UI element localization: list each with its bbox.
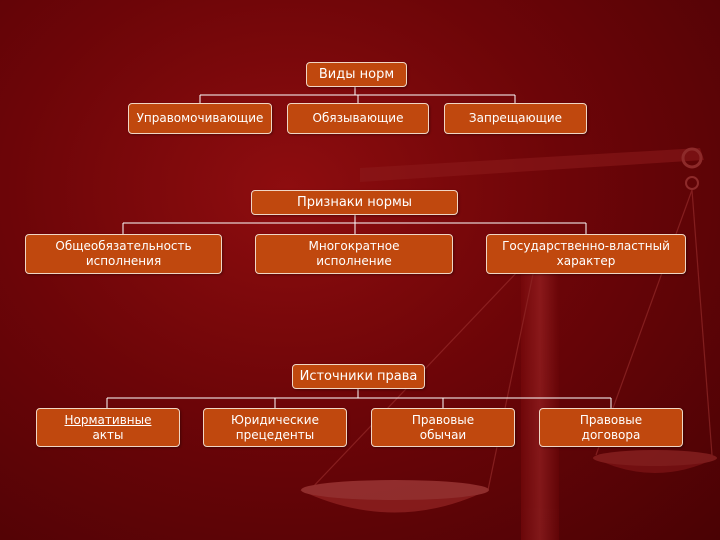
law-source-node: Юридические прецеденты bbox=[203, 408, 347, 447]
norm-feature-line: Многократное bbox=[308, 239, 400, 253]
law-source-line: договора bbox=[581, 427, 641, 442]
norm-feature-line: характер bbox=[556, 254, 616, 268]
norm-type-label: Обязывающие bbox=[312, 111, 404, 125]
norm-feature-line: исполнение bbox=[316, 254, 392, 268]
law-source-node: Правовые договора bbox=[539, 408, 683, 447]
norm-feature-node: Многократное исполнение bbox=[255, 234, 453, 274]
norm-types-title-text: Виды норм bbox=[318, 67, 395, 82]
law-source-node: Правовые обычаи bbox=[371, 408, 515, 447]
law-source-node[interactable]: Нормативные акты bbox=[36, 408, 180, 447]
norm-feature-line: исполнения bbox=[85, 254, 162, 268]
law-source-line: Правовые bbox=[411, 412, 475, 427]
norm-type-label: Управомочивающие bbox=[136, 111, 264, 125]
law-source-line: прецеденты bbox=[235, 427, 315, 442]
norm-feature-line: Государственно-властный bbox=[502, 239, 670, 253]
norm-types-title: Виды норм bbox=[306, 62, 407, 87]
norm-features-title: Признаки нормы bbox=[251, 190, 458, 215]
law-source-line: акты bbox=[92, 427, 124, 442]
norm-type-node: Запрещающие bbox=[444, 103, 587, 134]
norm-feature-node: Государственно-властный характер bbox=[486, 234, 686, 274]
law-source-link[interactable]: Нормативные bbox=[64, 412, 152, 427]
norm-feature-node: Общеобязательность исполнения bbox=[25, 234, 222, 274]
norm-type-node: Управомочивающие bbox=[128, 103, 272, 134]
law-sources-title: Источники права bbox=[292, 364, 425, 389]
law-source-line: обычаи bbox=[419, 427, 467, 442]
law-source-line: Правовые bbox=[579, 412, 643, 427]
norm-type-node: Обязывающие bbox=[287, 103, 429, 134]
norm-feature-line: Общеобязательность bbox=[55, 239, 192, 253]
law-sources-title-text: Источники права bbox=[299, 369, 418, 384]
norm-type-label: Запрещающие bbox=[468, 111, 563, 125]
norm-features-title-text: Признаки нормы bbox=[296, 195, 413, 210]
law-source-line: Юридические bbox=[231, 412, 319, 427]
